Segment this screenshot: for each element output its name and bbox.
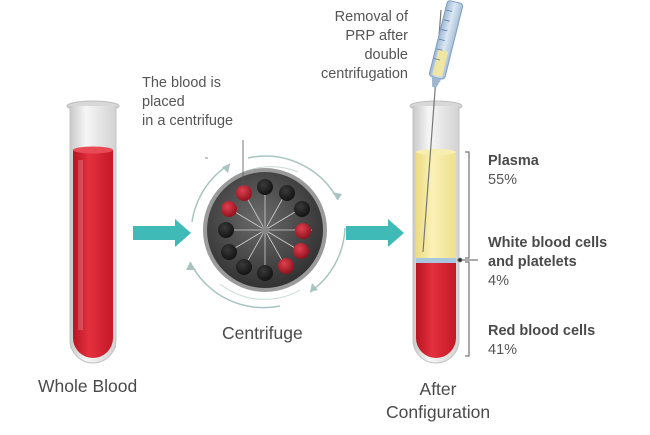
layer-name: and platelets <box>488 254 577 270</box>
layer-brackets <box>457 151 478 357</box>
centrifuge-note-line: The blood is <box>142 75 221 91</box>
removal-note-line: PRP after <box>345 28 408 44</box>
after-label: After Configuration <box>386 378 490 424</box>
red-cell-layer <box>416 263 456 358</box>
removal-note: Removal of PRP after double centrifugati… <box>300 8 408 84</box>
layer-name: Plasma <box>488 153 539 169</box>
layer-label-plasma: Plasma 55% <box>488 152 539 190</box>
after-label-line: Configuration <box>386 402 491 422</box>
centrifuge-note: The blood is placed in a centrifuge <box>142 74 233 131</box>
centrifuge-label: Centrifuge <box>222 323 303 343</box>
layer-percent: 4% <box>488 273 509 289</box>
syringe <box>428 0 464 88</box>
plasma-layer <box>416 152 456 258</box>
whole-blood-fill <box>73 150 113 358</box>
whole-blood-tube <box>66 100 120 364</box>
removal-note-line: Removal of <box>334 9 408 25</box>
arrow-to-after <box>346 219 404 247</box>
layer-label-rbc: Red blood cells 41% <box>488 322 595 360</box>
buffy-coat-layer <box>416 258 456 263</box>
layer-name: White blood cells <box>488 235 608 251</box>
whole-blood-label: Whole Blood <box>38 376 138 396</box>
arrow-to-centrifuge <box>133 219 191 247</box>
after-label-line: After <box>419 379 457 399</box>
centrifuge-note-line: in a centrifuge <box>142 113 234 129</box>
separated-tube <box>409 9 463 364</box>
removal-note-line: centrifugation <box>320 66 408 82</box>
layer-name: Red blood cells <box>488 323 596 339</box>
centrifuge-note-line: placed <box>142 94 185 110</box>
layer-percent: 55% <box>488 172 518 188</box>
centrifuge-rotor <box>186 140 346 309</box>
removal-note-line: double <box>364 47 408 63</box>
layer-percent: 41% <box>488 342 518 358</box>
layer-label-wbc: White blood cells and platelets 4% <box>488 234 607 291</box>
